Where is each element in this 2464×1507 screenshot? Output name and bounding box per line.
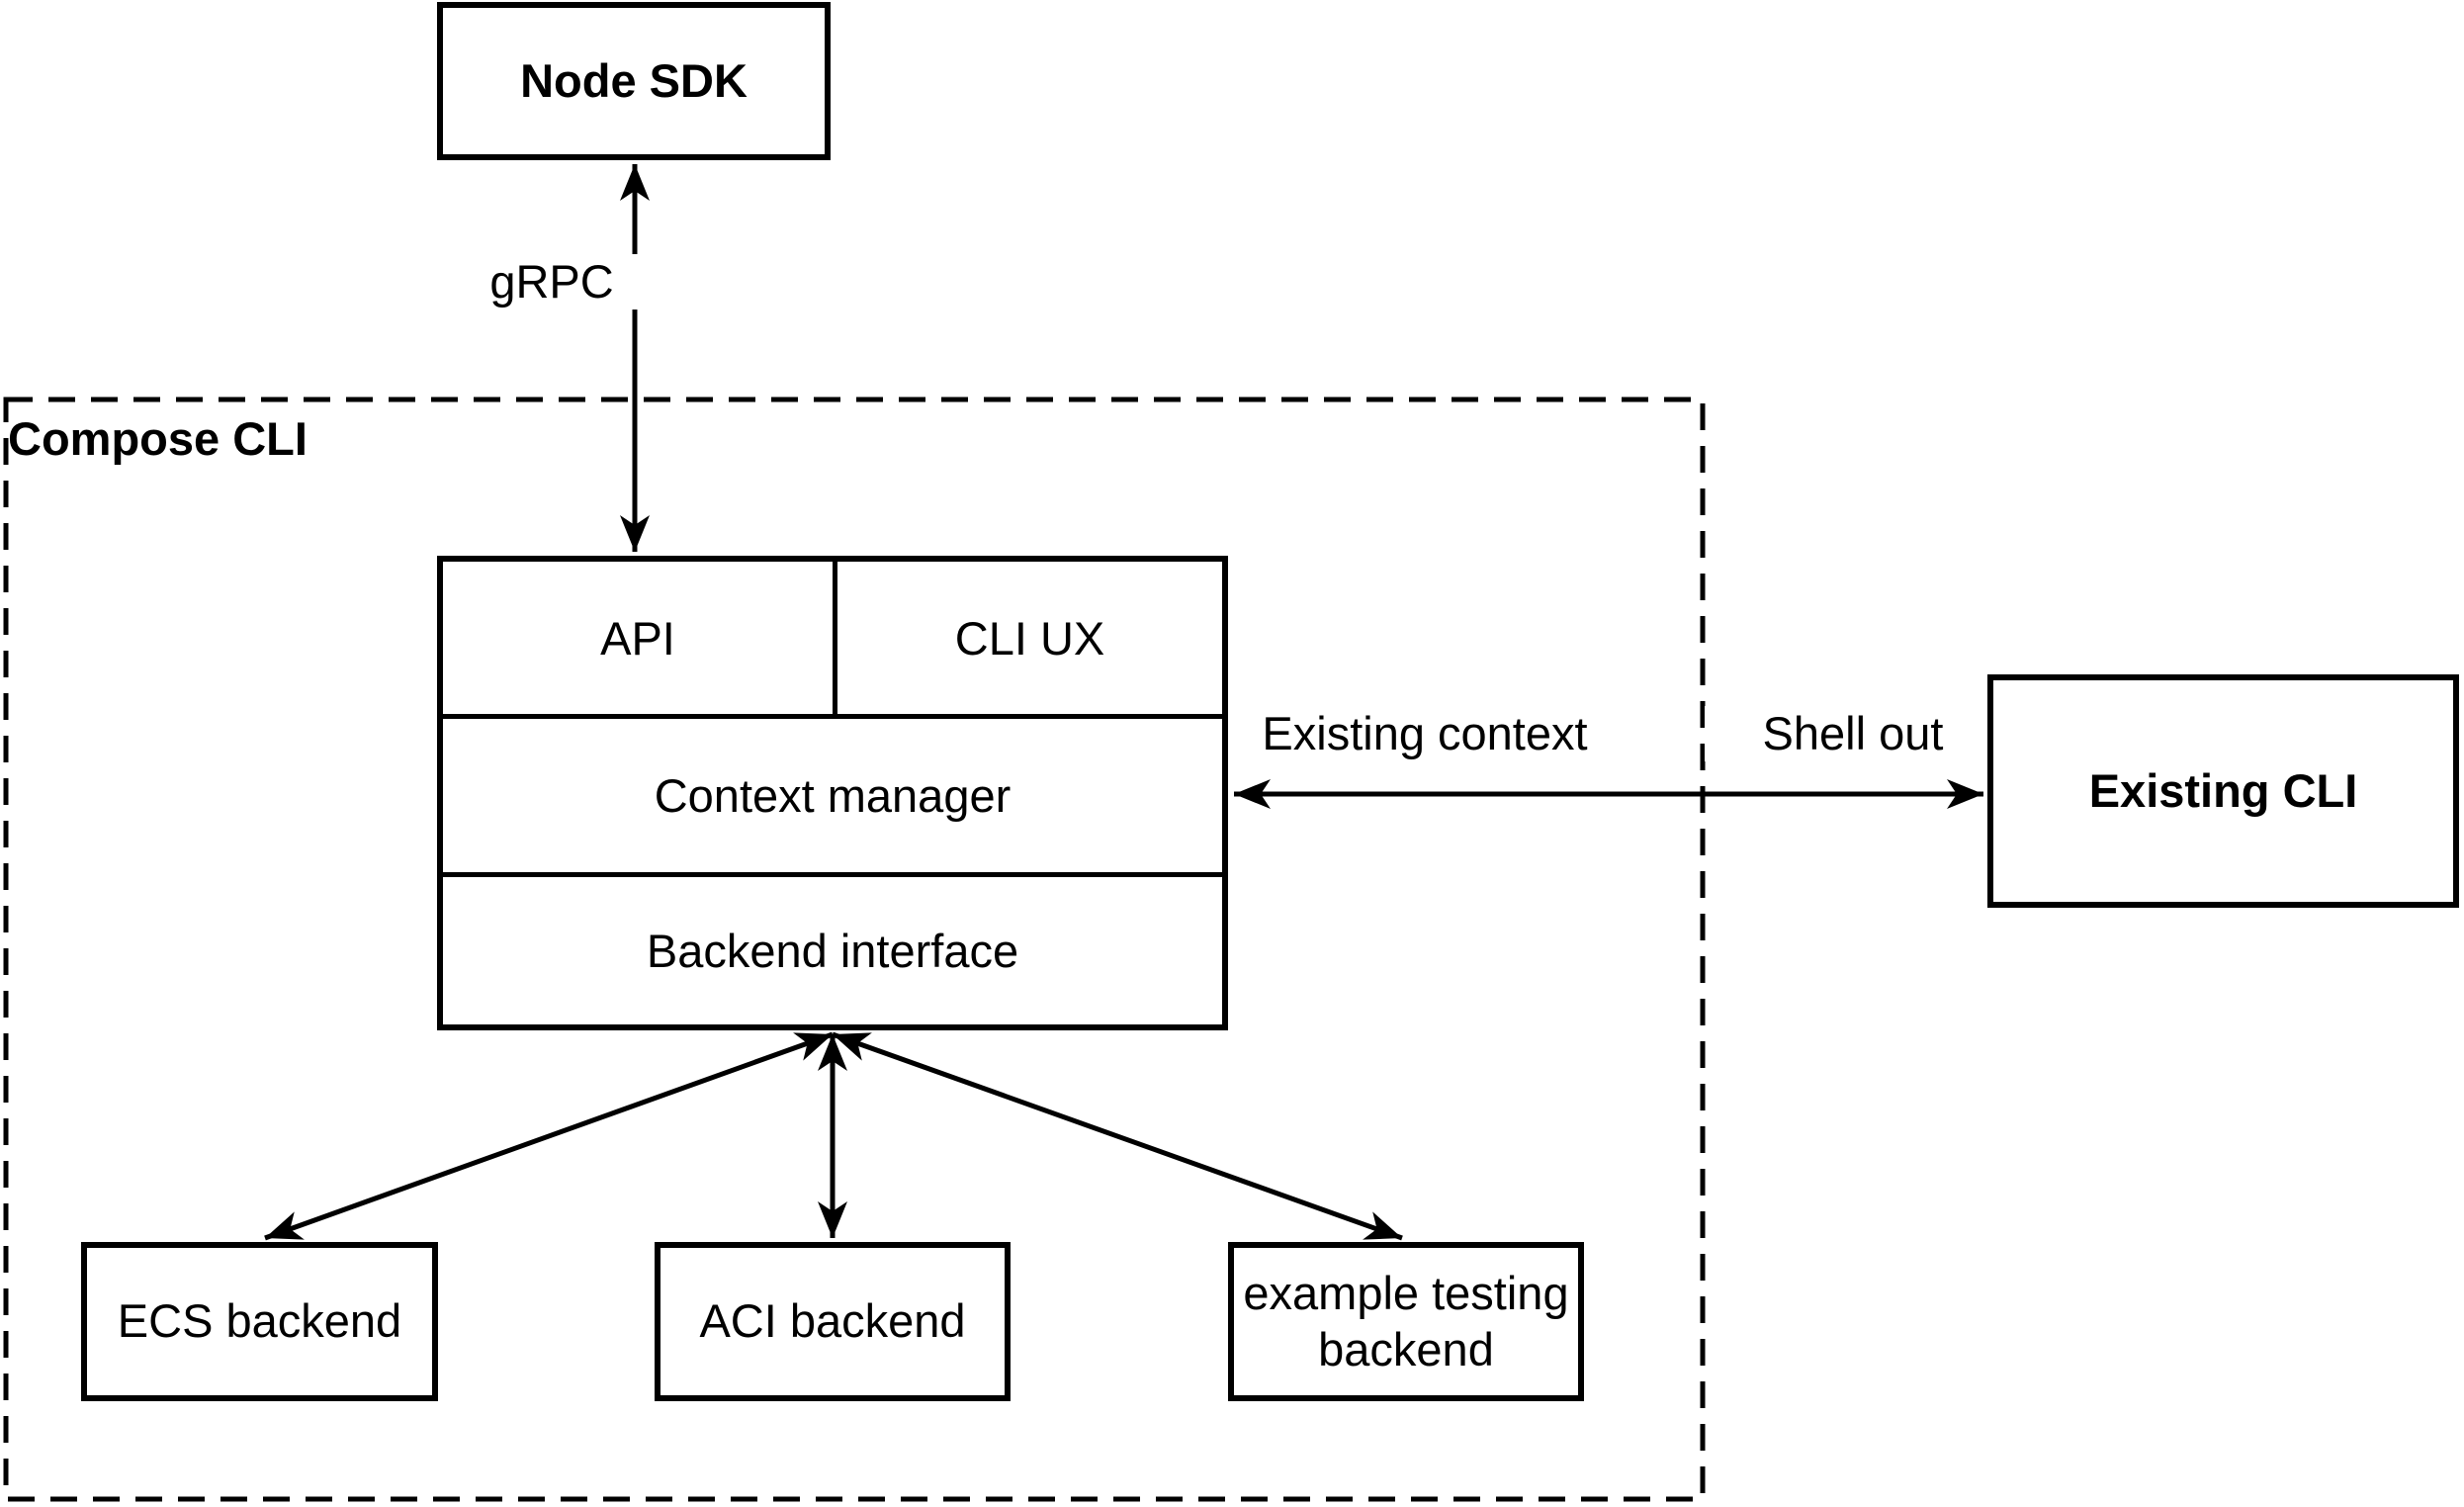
node-sdk-box: Node SDK: [437, 2, 831, 160]
existing-cli-box: Existing CLI: [1987, 674, 2459, 908]
context-manager-cell: Context manager: [443, 719, 1222, 872]
edge-backend-example: [832, 1031, 1403, 1241]
backend-interface-label: Backend interface: [646, 925, 1019, 977]
aci-backend-label: ACI backend: [699, 1294, 966, 1348]
example-testing-backend-box: example testing backend: [1228, 1242, 1584, 1401]
edge-label-shell-out: Shell out: [1705, 706, 2001, 761]
row-divider-1: [443, 714, 1222, 719]
row-divider-2: [443, 872, 1222, 877]
api-cell: API: [443, 562, 833, 714]
ecs-backend-label: ECS backend: [117, 1294, 402, 1348]
ecs-backend-box: ECS backend: [81, 1242, 438, 1401]
example-testing-backend-label: example testing backend: [1243, 1267, 1569, 1375]
context-manager-label: Context manager: [654, 769, 1012, 822]
compose-cli-core-box: API CLI UX Context manager Backend inter…: [437, 556, 1228, 1030]
api-cliux-divider: [833, 562, 837, 714]
cli-ux-label: CLI UX: [954, 611, 1105, 665]
existing-cli-label: Existing CLI: [2088, 763, 2358, 817]
compose-cli-container-label: Compose CLI: [8, 412, 308, 465]
aci-backend-box: ACI backend: [655, 1242, 1011, 1401]
cli-ux-cell: CLI UX: [837, 562, 1222, 714]
compose-cli-container-border: [3, 397, 1706, 1502]
edge-backend-ecs: [264, 1031, 834, 1241]
node-sdk-label: Node SDK: [520, 53, 748, 107]
backend-interface-cell: Backend interface: [443, 877, 1222, 1024]
api-label: API: [600, 611, 675, 665]
edge-label-existing-context: Existing context: [1252, 706, 1598, 761]
edge-label-grpc: gRPC: [403, 254, 700, 310]
